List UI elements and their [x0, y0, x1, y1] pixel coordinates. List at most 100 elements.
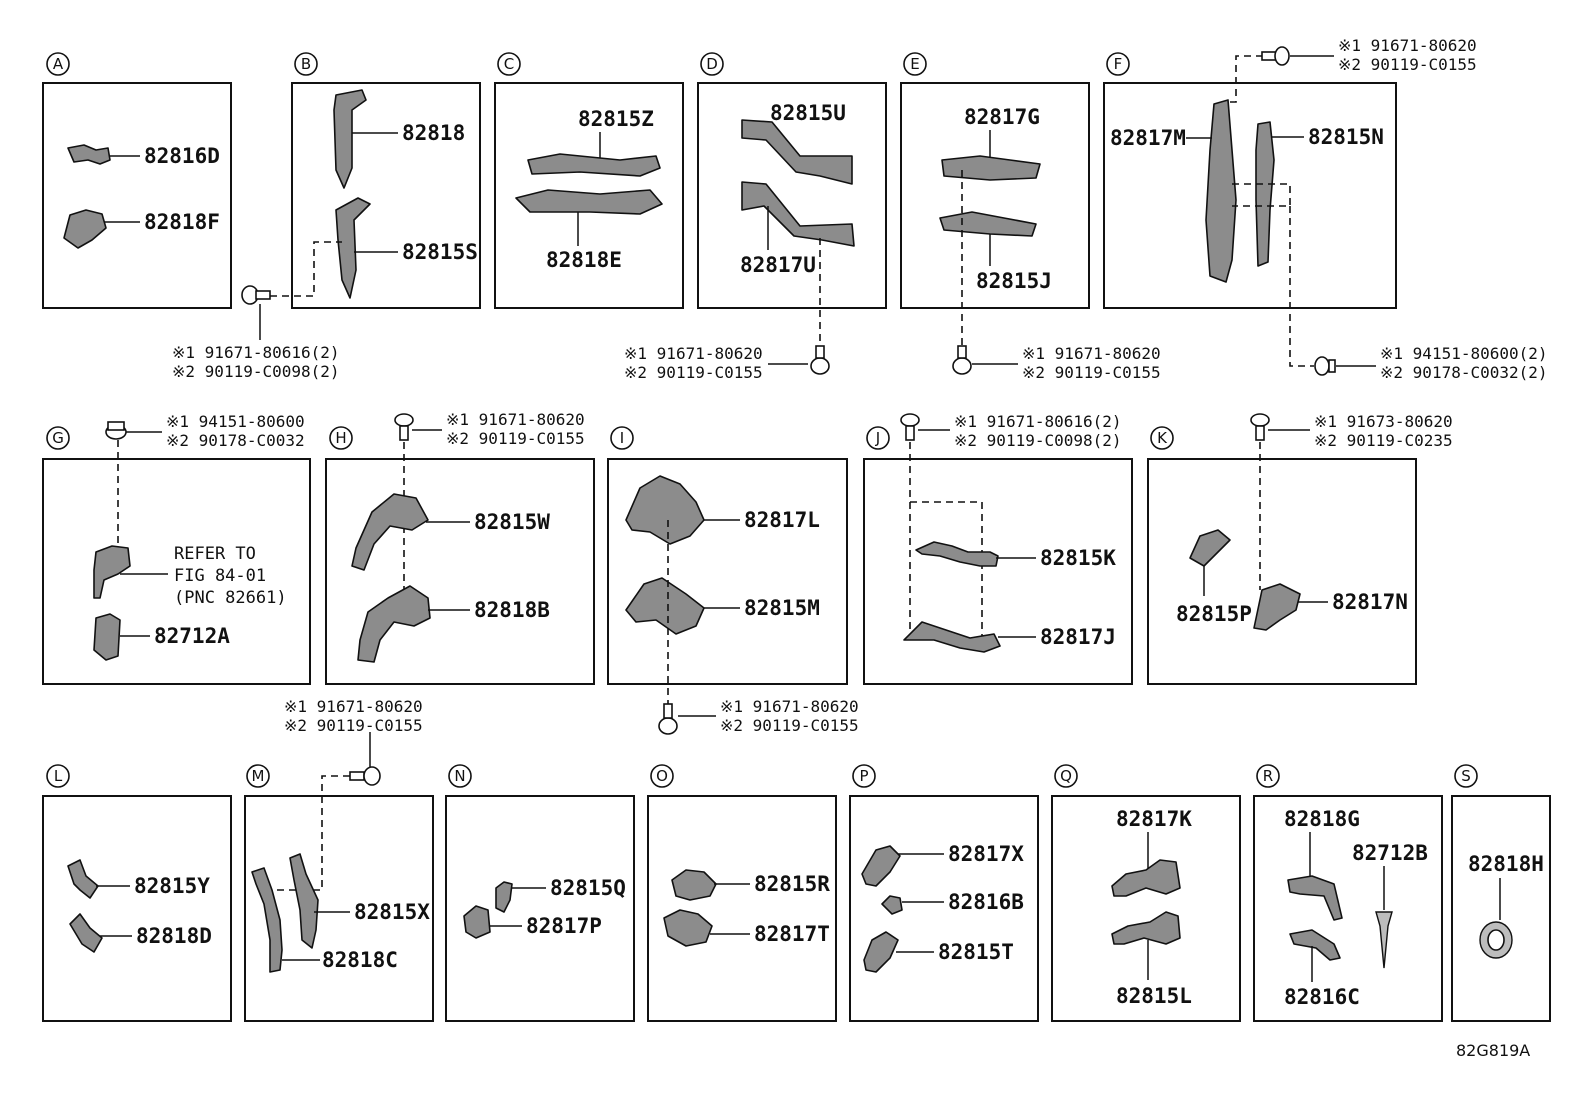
- panel-d: D 82815U 82817U ※1 91671-80620 ※2 90119-…: [624, 52, 887, 382]
- part-number[interactable]: 82815Q: [550, 876, 626, 900]
- part-illustration: [625, 577, 705, 635]
- panel-letter: F: [1114, 55, 1123, 73]
- fastener-dash-line: [1230, 55, 1262, 103]
- bolt-icon: [349, 766, 381, 786]
- part-number[interactable]: 82818G: [1284, 807, 1360, 831]
- fastener-line-2: ※2 90178-C0032(2): [1380, 363, 1548, 382]
- panel-letter-circle: [246, 764, 270, 788]
- part-illustration: [251, 867, 283, 973]
- fastener-line-1: ※1 91671-80620: [624, 344, 763, 363]
- panel-letter: I: [620, 429, 624, 447]
- part-illustration: [67, 144, 111, 165]
- part-number[interactable]: 82817M: [1110, 126, 1186, 150]
- fastener-line-1: ※1 91671-80620: [1338, 36, 1477, 55]
- part-number[interactable]: 82815Z: [578, 107, 654, 131]
- fastener-line-2: ※2 90119-C0155: [624, 363, 763, 382]
- panel-letter-circle: [650, 764, 674, 788]
- part-illustration: [351, 493, 429, 571]
- panel-letter: O: [656, 767, 668, 785]
- part-number[interactable]: 82816B: [948, 890, 1024, 914]
- panel-box: [1147, 458, 1417, 685]
- panel-letter-circle: [1054, 764, 1078, 788]
- panel-letter-circle: [866, 426, 890, 450]
- fastener-dash-line: [1232, 183, 1291, 207]
- part-illustration: [93, 545, 131, 599]
- panel-f: F 82817M 82815N ※1 91671-80620 ※2 90119-…: [1103, 36, 1548, 382]
- part-number[interactable]: 82815L: [1116, 984, 1192, 1008]
- fastener-line-1: ※1 91671-80620: [720, 697, 859, 716]
- part-illustration: [495, 881, 513, 913]
- part-number[interactable]: 82817L: [744, 508, 820, 532]
- part-number[interactable]: 82818H: [1468, 852, 1544, 876]
- part-number[interactable]: 82815K: [1040, 546, 1116, 570]
- part-number[interactable]: 82818D: [136, 924, 212, 948]
- panel-letter-circle: [46, 426, 70, 450]
- panel-b: B 82818 82815S ※1 91671-80616(2) ※2 9011…: [172, 52, 481, 381]
- part-number[interactable]: 82818F: [144, 210, 220, 234]
- panel-letter-circle: [852, 764, 876, 788]
- part-illustration: [1111, 859, 1181, 897]
- part-illustration: [671, 869, 717, 901]
- panel-letter: A: [53, 55, 64, 73]
- part-number[interactable]: 82818: [402, 121, 465, 145]
- part-number[interactable]: 82815T: [938, 940, 1014, 964]
- panel-i: I 82817L 82815M ※1 91671-80620 ※2 90119-…: [607, 426, 859, 735]
- part-number[interactable]: 82818E: [546, 248, 622, 272]
- panel-h: H ※1 91671-80620 ※2 90119-C0155 82815W 8…: [325, 410, 595, 685]
- panel-letter-circle: [46, 764, 70, 788]
- part-number[interactable]: 82815P: [1176, 602, 1252, 626]
- panel-letter: C: [504, 55, 514, 73]
- fastener-line-2: ※2 90119-C0098(2): [172, 362, 340, 381]
- part-number[interactable]: 82712A: [154, 624, 230, 648]
- panel-j: J ※1 91671-80616(2) ※2 90119-C0098(2) 82…: [863, 412, 1133, 685]
- part-number[interactable]: 82817U: [740, 253, 816, 277]
- part-number[interactable]: 82816D: [144, 144, 220, 168]
- panel-g: G ※1 94151-80600 ※2 90178-C0032 REFER TO…: [42, 412, 311, 685]
- part-number[interactable]: 82817X: [948, 842, 1024, 866]
- panel-letter: B: [301, 55, 311, 73]
- panel-c: C 82815Z 82818E: [494, 52, 684, 309]
- part-number[interactable]: 82818C: [322, 948, 398, 972]
- part-number[interactable]: 82817T: [754, 922, 830, 946]
- panel-letter-circle: [294, 52, 318, 76]
- part-number[interactable]: 82817P: [526, 914, 602, 938]
- part-number[interactable]: 82815U: [770, 101, 846, 125]
- part-number[interactable]: 82816C: [1284, 985, 1360, 1009]
- part-illustration: [741, 181, 855, 247]
- part-number[interactable]: 82817G: [964, 105, 1040, 129]
- part-number[interactable]: 82815W: [474, 510, 550, 534]
- panel-box: [42, 82, 232, 309]
- panel-letter-circle: [610, 426, 634, 450]
- part-number[interactable]: 82815M: [744, 596, 820, 620]
- panel-letter: L: [54, 767, 63, 785]
- part-number[interactable]: 82817K: [1116, 807, 1192, 831]
- part-number[interactable]: 82818B: [474, 598, 550, 622]
- screw-icon: [900, 413, 920, 441]
- panel-letter: R: [1263, 767, 1273, 785]
- part-number[interactable]: 82817J: [1040, 625, 1116, 649]
- panel-letter-circle: [448, 764, 472, 788]
- panel-letter-circle: [1150, 426, 1174, 450]
- part-number[interactable]: 82815J: [976, 269, 1052, 293]
- part-number[interactable]: 82815N: [1308, 125, 1384, 149]
- fastener-line-2: ※2 90119-C0155: [720, 716, 859, 735]
- part-number[interactable]: 82817N: [1332, 590, 1408, 614]
- panel-letter-circle: [1106, 52, 1130, 76]
- bolt-icon: [241, 285, 271, 305]
- part-number[interactable]: 82815R: [754, 872, 830, 896]
- reference-note-line-3: (PNC 82661): [174, 588, 287, 608]
- panel-r: R 82818G 82712B 82816C: [1253, 764, 1443, 1022]
- part-number[interactable]: 82815S: [402, 240, 478, 264]
- part-illustration: [69, 913, 103, 953]
- part-number[interactable]: 82815Y: [134, 874, 210, 898]
- diagram-code: 82G819A: [1456, 1041, 1530, 1060]
- part-illustration: [939, 211, 1037, 237]
- part-illustration: [741, 119, 853, 185]
- fastener-line-2: ※2 90178-C0032: [166, 431, 305, 450]
- panel-letter-circle: [329, 426, 353, 450]
- part-illustration: [915, 541, 999, 567]
- fastener-dash-line: [910, 501, 983, 640]
- part-number[interactable]: 82712B: [1352, 841, 1428, 865]
- part-number[interactable]: 82815X: [354, 900, 430, 924]
